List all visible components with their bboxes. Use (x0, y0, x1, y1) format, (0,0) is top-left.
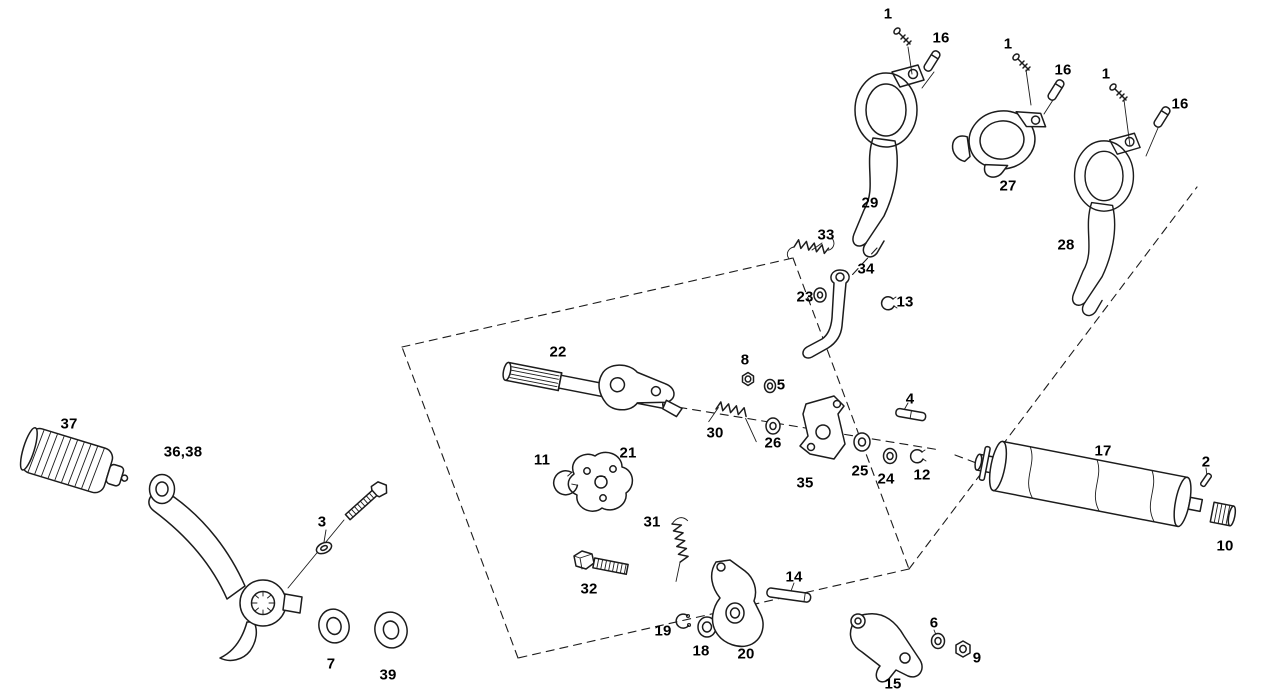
part-39-washer (374, 611, 408, 649)
part-29-shift-fork (852, 64, 925, 258)
part-4-pin (895, 407, 927, 422)
part-31-spring (671, 517, 689, 582)
part-8-nut (741, 371, 755, 387)
part-25-washer (853, 432, 871, 452)
part-28-shift-fork (1071, 132, 1141, 317)
part-12-retaining-ring (909, 449, 927, 464)
part-19-retaining-ring (675, 613, 692, 629)
part-23-washer (813, 287, 827, 303)
part-21-cam-plate (567, 451, 634, 512)
part-33-spring (786, 238, 835, 259)
part-16-pin (1046, 77, 1066, 103)
part-30-spring (708, 401, 757, 443)
leader-lines (287, 46, 1208, 638)
part-26-washer (765, 417, 781, 435)
part-16-pin (1152, 104, 1172, 130)
part-36-38-shift-lever (148, 473, 303, 662)
part-34-lever (802, 269, 850, 359)
part-16-pin (922, 48, 942, 74)
part-13-retaining-ring (880, 296, 898, 311)
part-1-screw (1108, 82, 1128, 102)
part-3-bolt (344, 481, 388, 521)
part-2-pin (1199, 472, 1213, 488)
part-5-washer (763, 378, 777, 394)
part-22-shifter-shaft (502, 361, 683, 418)
bolt-washer (315, 541, 333, 555)
assembly-plane-dashed-lines (401, 186, 1198, 659)
part-17-shifter-cam-drum (974, 440, 1204, 528)
part-20-pawl-lever (710, 559, 764, 648)
part-1-screw (1011, 52, 1031, 72)
part-37-footpeg (19, 427, 129, 494)
part-35-bracket (799, 395, 846, 460)
part-32-bolt (573, 550, 629, 576)
part-24-washer (882, 447, 898, 465)
part-1-screw (892, 26, 912, 46)
part-14-pin (766, 587, 812, 603)
part-15-lever (849, 613, 923, 683)
part-9-nut (955, 640, 971, 658)
part-6-washer (930, 632, 946, 650)
part-11-retaining-ring (552, 470, 579, 496)
part-10-end-plug (1209, 501, 1237, 527)
part-7-washer (318, 608, 350, 644)
part-27-shift-fork (951, 110, 1047, 178)
